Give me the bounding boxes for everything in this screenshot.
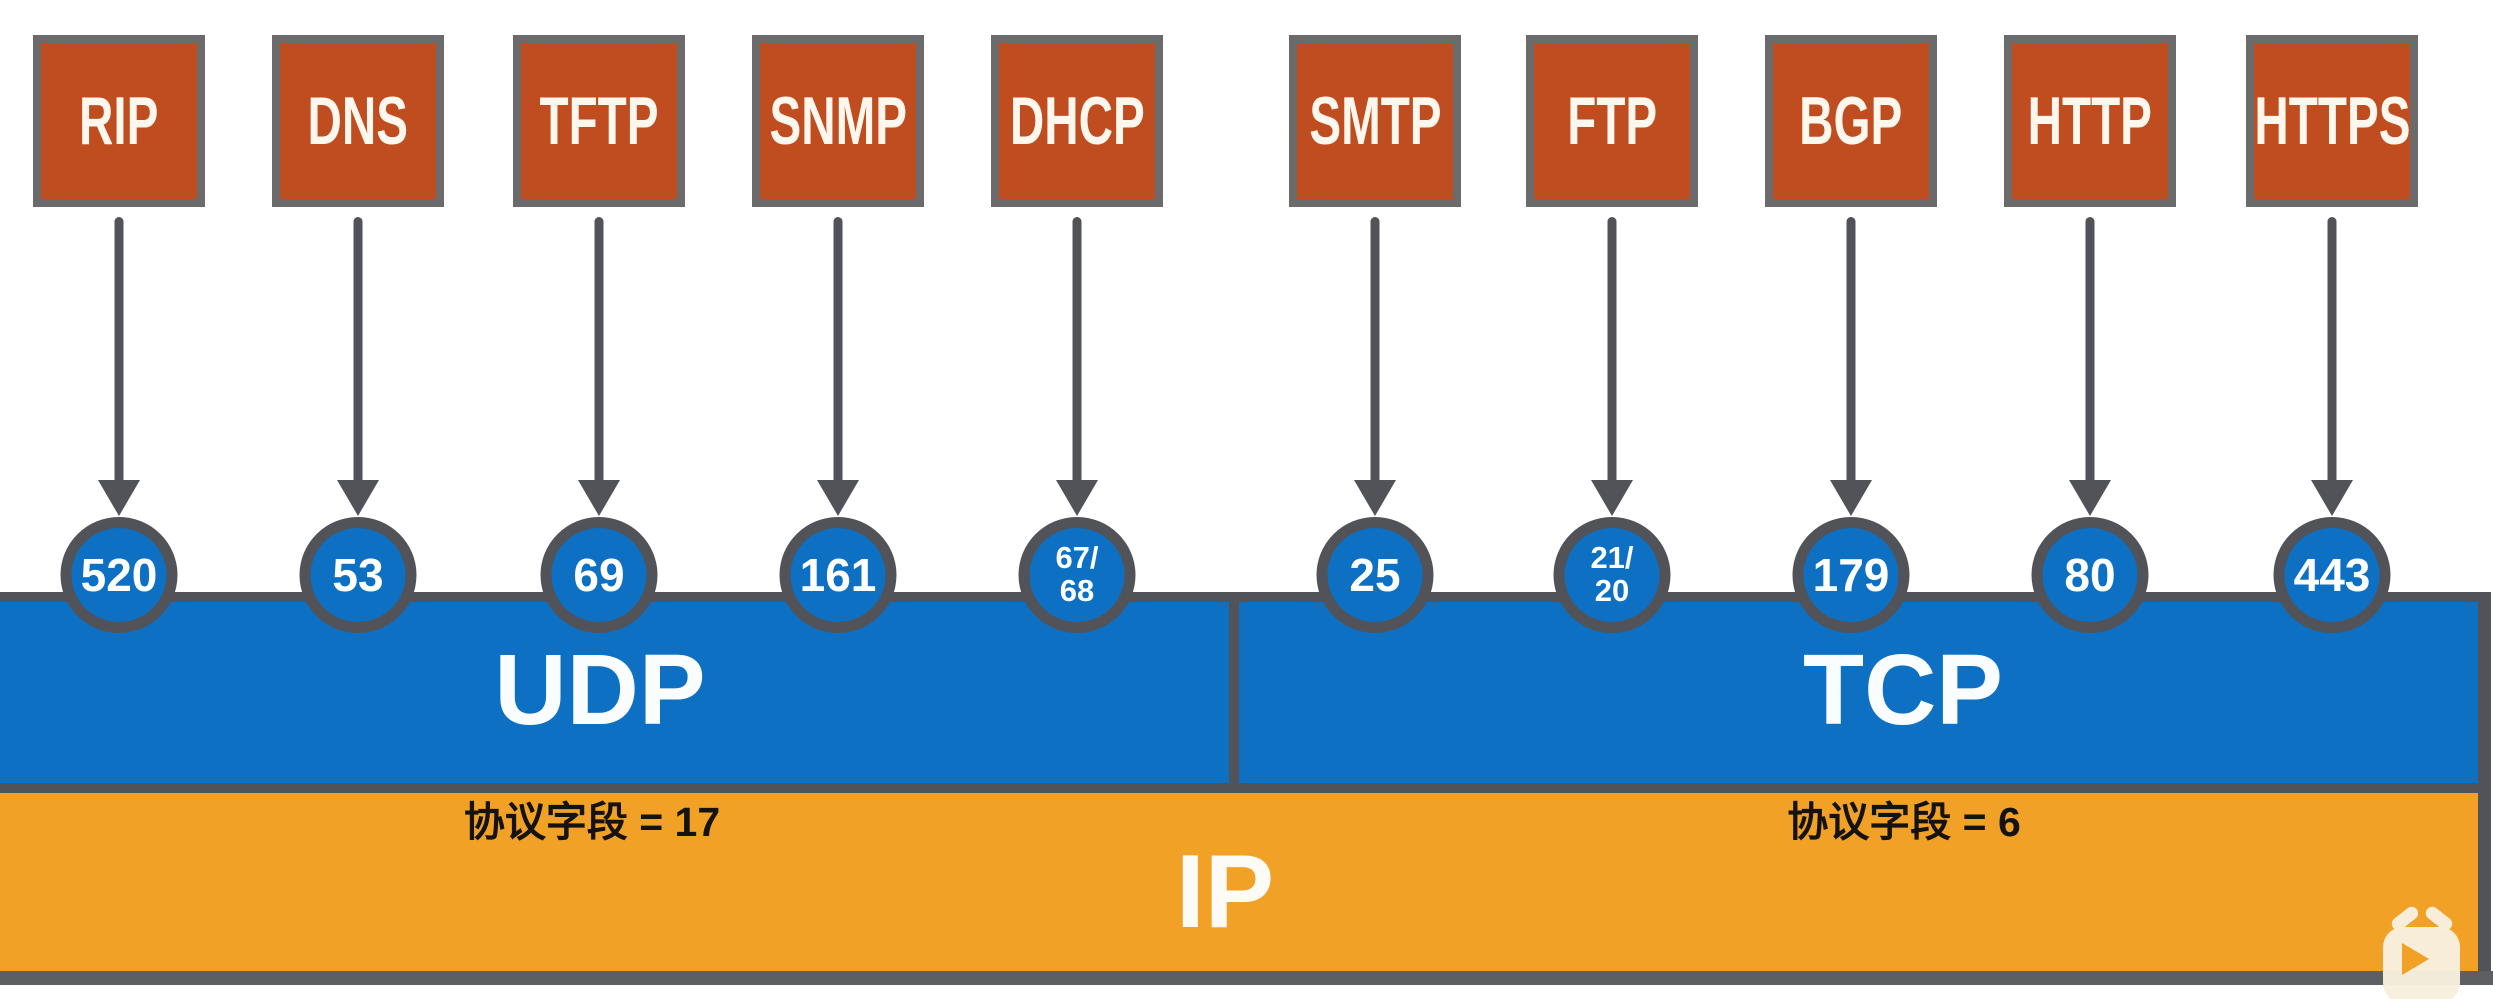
- arrow-line-dhcp: [1072, 217, 1082, 481]
- udp-protocol-field-label: 协议字段 = 17: [463, 799, 721, 845]
- protocol-box-http: HTTP: [2004, 35, 2176, 207]
- arrow-head-icon-snmp: [817, 480, 859, 516]
- arrow-head-icon-ftp: [1591, 480, 1633, 516]
- port-badge-dhcp: 67/68: [1018, 517, 1136, 633]
- arrow-head-icon-dhcp: [1056, 480, 1098, 516]
- protocol-label: BGP: [1799, 83, 1903, 159]
- arrow-line-ftp: [1607, 217, 1617, 481]
- protocol-box-https: HTTPS: [2246, 35, 2418, 207]
- port-number: 161: [799, 549, 877, 601]
- udp-tcp-divider: [1229, 592, 1239, 783]
- protocol-box-ftp: FTP: [1526, 35, 1698, 207]
- ip-label: IP: [1175, 834, 1275, 950]
- port-number: 443: [2293, 549, 2371, 601]
- tcp-protocol-field-label: 协议字段 = 6: [1787, 799, 2021, 845]
- arrow-head-icon-https: [2311, 480, 2353, 516]
- arrow-line-smtp: [1370, 217, 1380, 481]
- transport-ip-separator: [0, 783, 2491, 793]
- port-number: 80: [2064, 549, 2116, 601]
- bottom-border: [0, 971, 2493, 985]
- protocol-label: SNMP: [769, 83, 907, 159]
- port-number: 53: [332, 549, 384, 601]
- protocol-box-snmp: SNMP: [752, 35, 924, 207]
- port-badge-smtp: 25: [1316, 517, 1434, 633]
- bilibili-tv-play-icon: [2378, 900, 2493, 999]
- protocol-label: HTTPS: [2253, 83, 2411, 159]
- ip-bar: [0, 793, 2478, 971]
- protocol-label: FTP: [1567, 83, 1657, 159]
- port-badge-snmp: 161: [779, 517, 897, 633]
- port-badge-http: 80: [2031, 517, 2149, 633]
- arrow-line-bgp: [1846, 217, 1856, 481]
- udp-bar: [0, 602, 1229, 783]
- protocol-box-dns: DNS: [272, 35, 444, 207]
- protocol-box-bgp: BGP: [1765, 35, 1937, 207]
- port-number: 68: [1059, 573, 1095, 608]
- port-number: 20: [1594, 573, 1630, 608]
- protocol-label: RIP: [79, 83, 159, 159]
- port-badge-bgp: 179: [1792, 517, 1910, 633]
- protocol-label: SMTP: [1308, 83, 1442, 159]
- port-number: 67/: [1055, 540, 1099, 576]
- arrow-line-https: [2327, 217, 2337, 481]
- port-badge-ftp: 21/20: [1553, 517, 1671, 633]
- protocol-label: TFTP: [539, 83, 659, 159]
- protocol-label: DNS: [307, 83, 409, 159]
- arrow-head-icon-smtp: [1354, 480, 1396, 516]
- arrow-line-rip: [114, 217, 124, 481]
- arrow-head-icon-dns: [337, 480, 379, 516]
- right-border: [2478, 592, 2491, 971]
- arrow-head-icon-bgp: [1830, 480, 1872, 516]
- transport-top-border: [0, 592, 2491, 602]
- port-number: 69: [573, 549, 625, 601]
- port-badge-dns: 53: [299, 517, 417, 633]
- arrow-head-icon-http: [2069, 480, 2111, 516]
- port-number: 520: [80, 549, 158, 601]
- protocol-box-smtp: SMTP: [1289, 35, 1461, 207]
- port-number: 21/: [1590, 540, 1634, 576]
- port-badge-tftp: 69: [540, 517, 658, 633]
- arrow-line-snmp: [833, 217, 843, 481]
- port-badge-https: 443: [2273, 517, 2391, 633]
- protocol-label: DHCP: [1009, 83, 1145, 159]
- protocol-label: HTTP: [2027, 83, 2153, 159]
- protocol-box-dhcp: DHCP: [991, 35, 1163, 207]
- arrow-line-http: [2085, 217, 2095, 481]
- protocol-box-tftp: TFTP: [513, 35, 685, 207]
- arrow-line-tftp: [594, 217, 604, 481]
- arrow-head-icon-tftp: [578, 480, 620, 516]
- arrow-head-icon-rip: [98, 480, 140, 516]
- tcp-label: TCP: [1803, 634, 2003, 746]
- play-triangle-icon: [2402, 943, 2429, 975]
- udp-label: UDP: [494, 634, 706, 746]
- protocol-box-rip: RIP: [33, 35, 205, 207]
- port-number: 179: [1812, 549, 1890, 601]
- arrow-line-dns: [353, 217, 363, 481]
- port-number: 25: [1349, 549, 1401, 601]
- port-badge-rip: 520: [60, 517, 178, 633]
